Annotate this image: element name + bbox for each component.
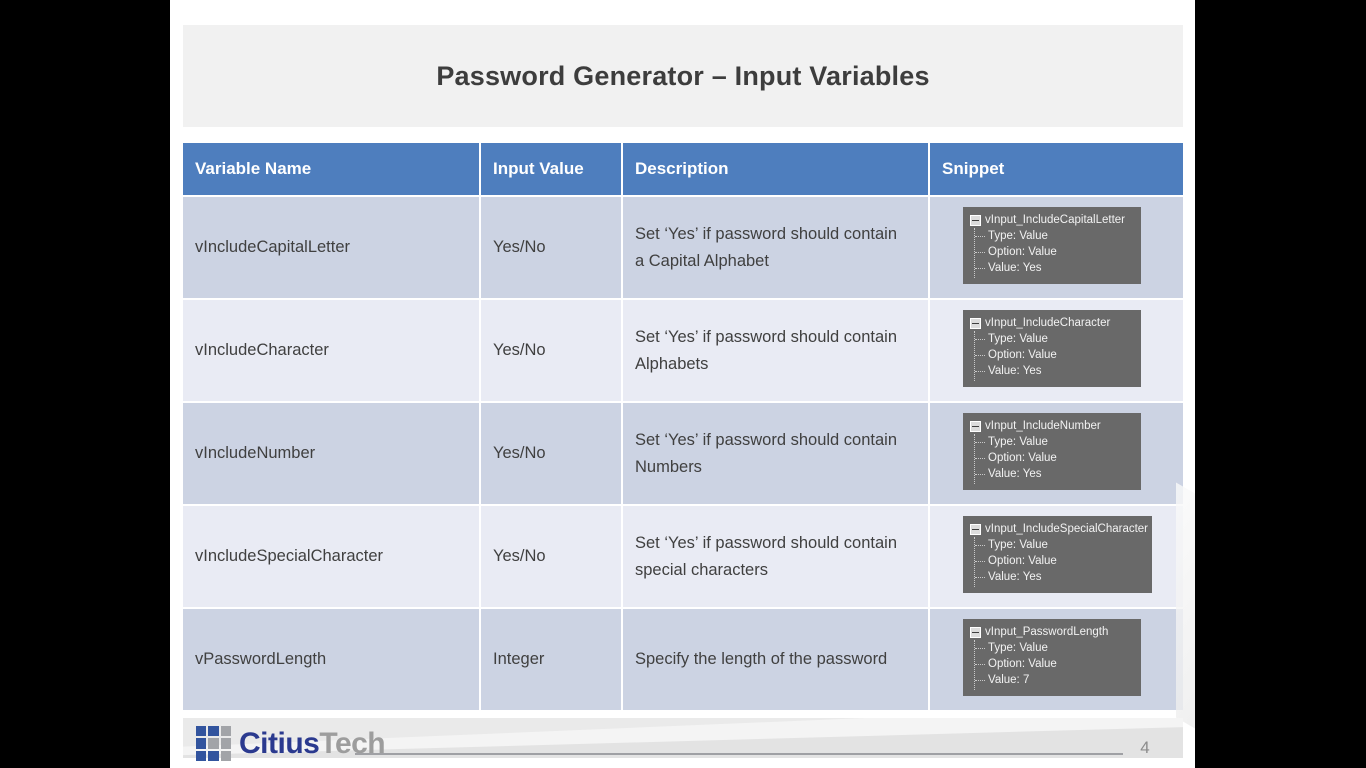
snippet-root-label: vInput_IncludeCharacter: [985, 317, 1111, 329]
snippet-root-label: vInput_IncludeNumber: [985, 420, 1101, 432]
snippet-node: Value: 7: [975, 672, 1137, 688]
input-value-cell: Yes/No: [481, 197, 623, 298]
variable-name-cell: vIncludeCapitalLetter: [183, 197, 481, 298]
snippet-node: Option: Value: [975, 553, 1148, 569]
description-cell: Set ‘Yes’ if password should contain Num…: [623, 403, 930, 504]
column-header-description: Description: [623, 143, 930, 195]
variable-name-cell: vPasswordLength: [183, 609, 481, 710]
snippet-root-node: vInput_IncludeSpecialCharacter: [970, 521, 1148, 537]
description-text: Set ‘Yes’ if password should contain spe…: [635, 533, 898, 579]
tree-collapse-icon: [970, 317, 981, 329]
column-header-snippet: Snippet: [930, 143, 1183, 195]
snippet-node: Type: Value: [975, 537, 1148, 553]
snippet-cell: vInput_IncludeNumber Type: Value Option:…: [930, 403, 1183, 504]
table-row: vIncludeNumber Yes/No Set ‘Yes’ if passw…: [183, 403, 1183, 504]
logo-text-tech: Tech: [319, 726, 386, 760]
snippet-root-label: vInput_PasswordLength: [985, 626, 1109, 638]
letterbox-left: [0, 0, 170, 768]
snippet-children: Type: Value Option: Value Value: Yes: [974, 537, 1148, 587]
tree-collapse-icon: [970, 523, 981, 535]
table-row: vPasswordLength Integer Specify the leng…: [183, 609, 1183, 710]
snippet-root-node: vInput_IncludeCapitalLetter: [970, 212, 1137, 228]
table-row: vIncludeCapitalLetter Yes/No Set ‘Yes’ i…: [183, 197, 1183, 298]
snippet-root-node: vInput_PasswordLength: [970, 624, 1137, 640]
logo-text-citius: Citius: [239, 726, 320, 760]
snippet-tree: vInput_IncludeNumber Type: Value Option:…: [963, 413, 1141, 490]
description-text: Set ‘Yes’ if password should contain Num…: [635, 430, 898, 476]
citiustech-grid-icon: [196, 726, 231, 761]
snippet-cell: vInput_PasswordLength Type: Value Option…: [930, 609, 1183, 710]
description-cell: Specify the length of the password: [623, 609, 930, 710]
snippet-children: Type: Value Option: Value Value: 7: [974, 640, 1137, 690]
column-header-input-value: Input Value: [481, 143, 623, 195]
snippet-tree: vInput_IncludeSpecialCharacter Type: Val…: [963, 516, 1153, 593]
snippet-root-label: vInput_IncludeSpecialCharacter: [985, 523, 1149, 535]
snippet-children: Type: Value Option: Value Value: Yes: [974, 434, 1137, 484]
tree-collapse-icon: [970, 420, 981, 432]
snippet-children: Type: Value Option: Value Value: Yes: [974, 228, 1137, 278]
variable-name-cell: vIncludeNumber: [183, 403, 481, 504]
slide-edge-swoosh: [1176, 482, 1195, 729]
snippet-children: Type: Value Option: Value Value: Yes: [974, 331, 1137, 381]
variable-name-cell: vIncludeSpecialCharacter: [183, 506, 481, 607]
title-band: Password Generator – Input Variables: [183, 25, 1183, 127]
snippet-node: Option: Value: [975, 656, 1137, 672]
snippet-node: Option: Value: [975, 347, 1137, 363]
snippet-cell: vInput_IncludeSpecialCharacter Type: Val…: [930, 506, 1183, 607]
snippet-node: Option: Value: [975, 450, 1137, 466]
column-header-variable-name: Variable Name: [183, 143, 481, 195]
tree-collapse-icon: [970, 214, 981, 226]
footer-divider-line: [355, 753, 1123, 755]
table-header-row: Variable Name Input Value Description Sn…: [183, 143, 1183, 195]
description-cell: Set ‘Yes’ if password should contain a C…: [623, 197, 930, 298]
snippet-root-node: vInput_IncludeCharacter: [970, 315, 1137, 331]
snippet-node: Type: Value: [975, 331, 1137, 347]
input-value-cell: Yes/No: [481, 506, 623, 607]
snippet-node: Value: Yes: [975, 363, 1137, 379]
input-value-cell: Integer: [481, 609, 623, 710]
snippet-cell: vInput_IncludeCapitalLetter Type: Value …: [930, 197, 1183, 298]
footer-band: [183, 718, 1183, 758]
variable-name-cell: vIncludeCharacter: [183, 300, 481, 401]
input-value-cell: Yes/No: [481, 300, 623, 401]
snippet-tree: vInput_PasswordLength Type: Value Option…: [963, 619, 1141, 696]
page-title: Password Generator – Input Variables: [436, 60, 930, 91]
description-text: Set ‘Yes’ if password should contain Alp…: [635, 327, 898, 373]
snippet-node: Type: Value: [975, 228, 1137, 244]
snippet-root-label: vInput_IncludeCapitalLetter: [985, 214, 1126, 226]
snippet-root-node: vInput_IncludeNumber: [970, 418, 1137, 434]
snippet-node: Value: Yes: [975, 569, 1148, 585]
variables-table: Variable Name Input Value Description Sn…: [183, 141, 1183, 712]
snippet-node: Type: Value: [975, 434, 1137, 450]
snippet-tree: vInput_IncludeCapitalLetter Type: Value …: [963, 207, 1141, 284]
table-row: vIncludeCharacter Yes/No Set ‘Yes’ if pa…: [183, 300, 1183, 401]
input-value-cell: Yes/No: [481, 403, 623, 504]
description-text: Specify the length of the password: [635, 650, 888, 668]
page-number: 4: [1140, 738, 1150, 757]
snippet-node: Option: Value: [975, 244, 1137, 260]
letterbox-right: [1195, 0, 1366, 768]
slide: Password Generator – Input Variables Var…: [170, 0, 1195, 768]
description-cell: Set ‘Yes’ if password should contain spe…: [623, 506, 930, 607]
description-cell: Set ‘Yes’ if password should contain Alp…: [623, 300, 930, 401]
snippet-cell: vInput_IncludeCharacter Type: Value Opti…: [930, 300, 1183, 401]
snippet-node: Type: Value: [975, 640, 1137, 656]
table-row: vIncludeSpecialCharacter Yes/No Set ‘Yes…: [183, 506, 1183, 607]
snippet-tree: vInput_IncludeCharacter Type: Value Opti…: [963, 310, 1141, 387]
description-text: Set ‘Yes’ if password should contain a C…: [635, 224, 898, 270]
snippet-node: Value: Yes: [975, 466, 1137, 482]
snippet-node: Value: Yes: [975, 260, 1137, 276]
tree-collapse-icon: [970, 626, 981, 638]
